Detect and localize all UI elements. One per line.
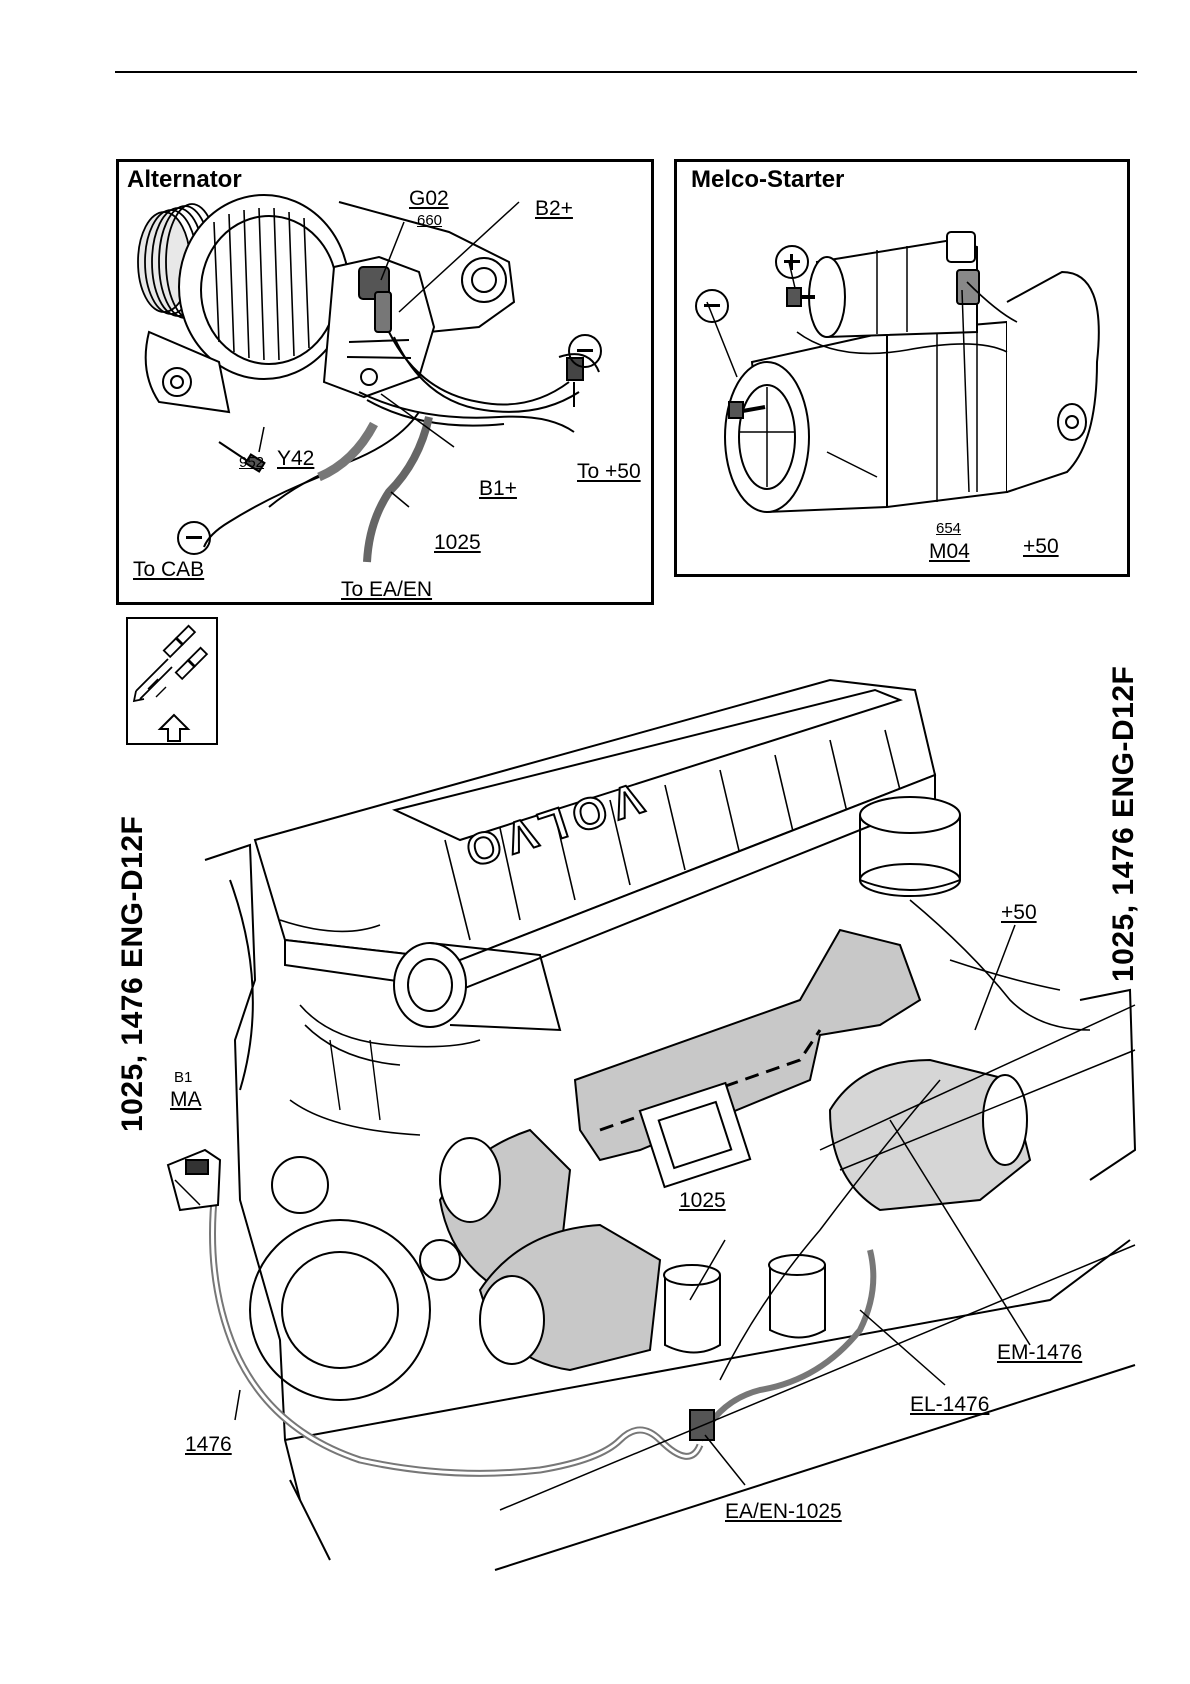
engine-alternator — [830, 1060, 1030, 1210]
label-cable-1476: 1476 — [185, 1433, 232, 1457]
label-engine-cable-1025: 1025 — [679, 1189, 726, 1213]
label-eaen1025: EA/EN-1025 — [725, 1500, 842, 1524]
connector-ma — [168, 1150, 220, 1210]
engine-leaders — [235, 925, 1135, 1510]
engine-oil-filter — [860, 797, 960, 896]
label-em1476: EM-1476 — [997, 1341, 1082, 1365]
label-b1: B1 — [174, 1069, 192, 1086]
side-title-left: 1025, 1476 ENG-D12F — [116, 816, 150, 1132]
engine-fuel-filters — [664, 1255, 825, 1353]
label-el1476: EL-1476 — [910, 1393, 989, 1417]
label-engine-plus50: +50 — [1001, 901, 1037, 925]
engine-starter — [440, 1130, 660, 1370]
label-ma: MA — [170, 1088, 202, 1112]
side-title-right: 1025, 1476 ENG-D12F — [1107, 666, 1141, 982]
